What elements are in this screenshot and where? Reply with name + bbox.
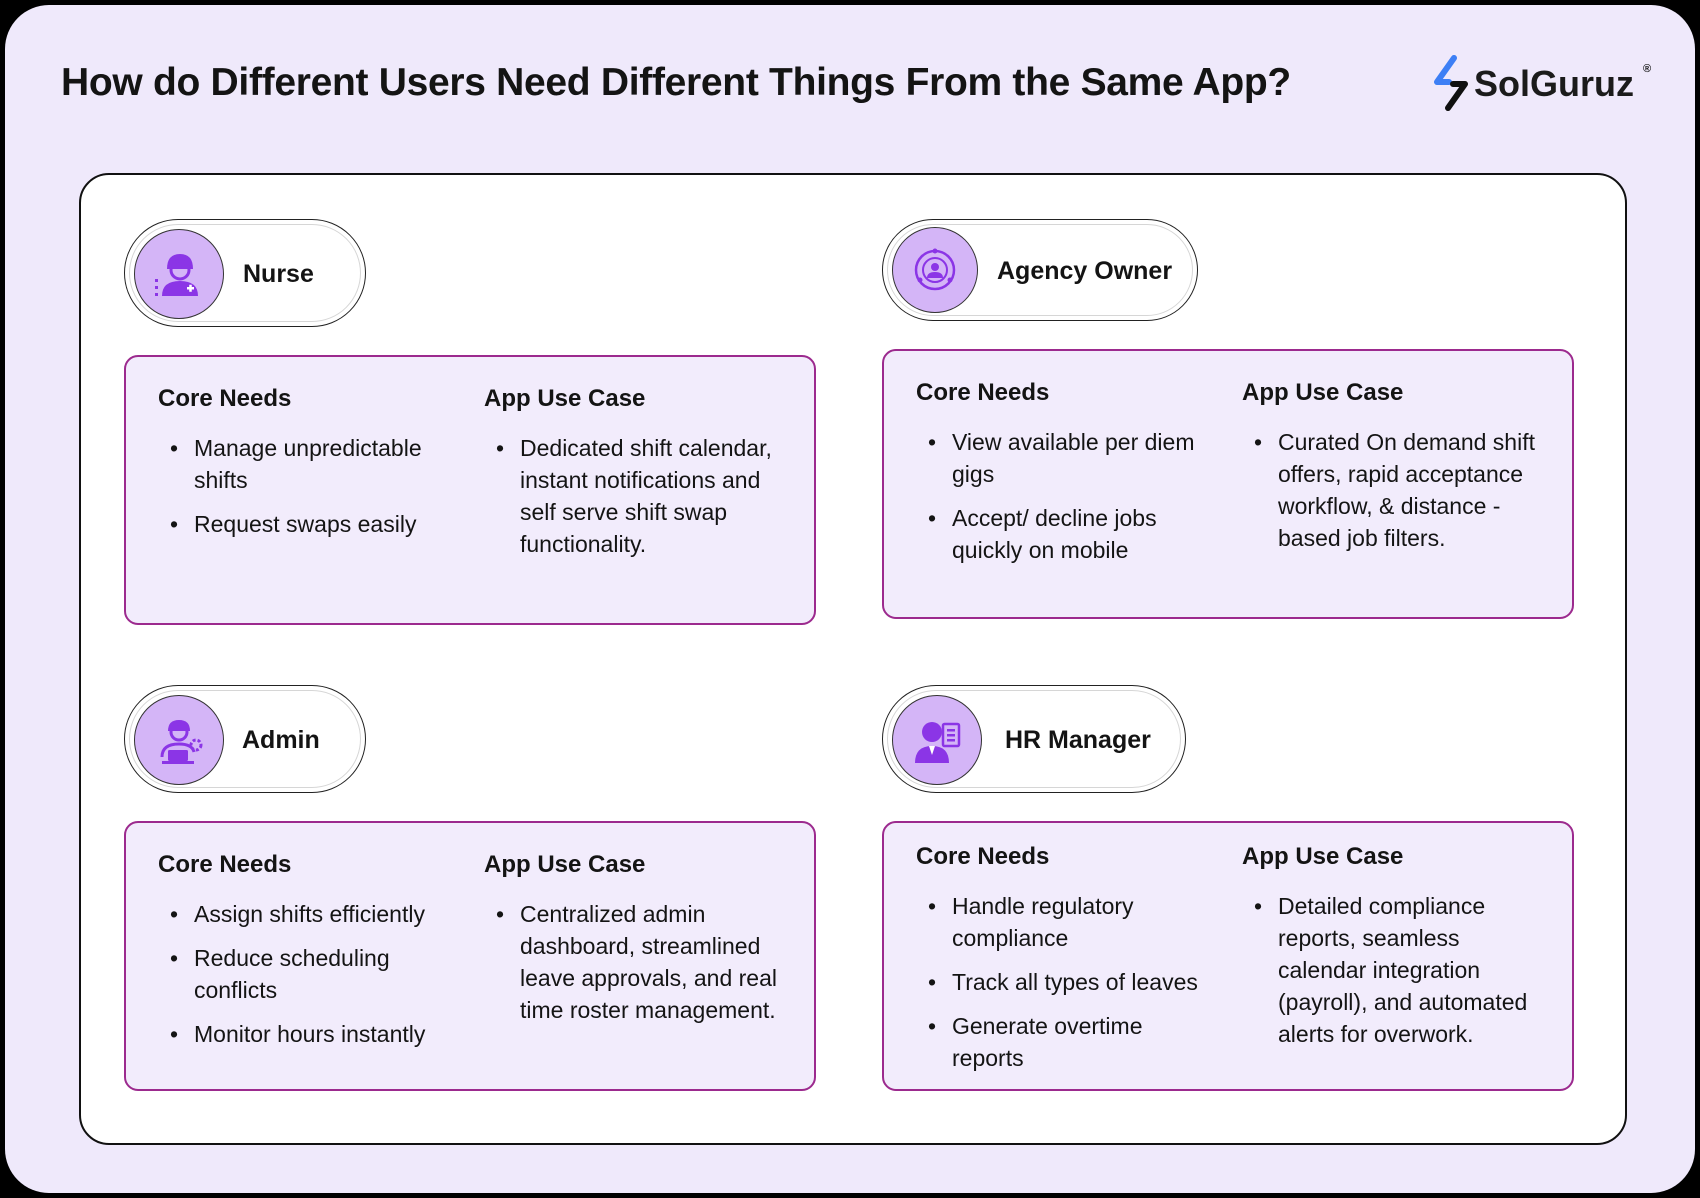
persona-card-hr-manager: Core Needs Handle regulatory compliance … [882,821,1574,1091]
persona-name: HR Manager [1005,726,1151,754]
brand-logo: SolGuruz ® [1430,55,1655,115]
admin-avatar [134,695,224,785]
use-case-column: App Use Case Dedicated shift calendar, i… [484,385,784,572]
persona-pill-admin: Admin [124,685,366,793]
use-case-list: Curated On demand shift offers, rapid ac… [1242,426,1542,554]
use-case-item: Dedicated shift calendar, instant notifi… [484,432,784,560]
use-case-list: Detailed compliance reports, seamless ca… [1242,890,1542,1050]
core-needs-heading: Core Needs [158,385,292,412]
use-case-item: Detailed compliance reports, seamless ca… [1242,890,1542,1050]
admin-icon [160,720,203,764]
use-case-item: Curated On demand shift offers, rapid ac… [1242,426,1542,554]
agency-owner-avatar [892,227,978,313]
use-case-item: Centralized admin dashboard, streamlined… [484,898,784,1026]
use-case-heading: App Use Case [484,851,646,878]
core-need-item: Track all types of leaves [916,966,1216,998]
infographic-frame: How do Different Users Need Different Th… [5,5,1695,1193]
core-needs-column: Core Needs View available per diem gigs … [916,379,1216,578]
persona-pill-hr-manager: HR Manager [882,685,1186,793]
core-needs-heading: Core Needs [916,379,1050,406]
core-need-item: Monitor hours instantly [158,1018,458,1050]
persona-card-admin: Core Needs Assign shifts efficiently Red… [124,821,816,1091]
hr-manager-icon [915,722,961,763]
page-title: How do Different Users Need Different Th… [61,61,1291,104]
core-needs-column: Core Needs Assign shifts efficiently Red… [158,851,458,1062]
core-needs-column: Core Needs Manage unpredictable shifts R… [158,385,458,552]
core-need-item: Generate overtime reports [916,1010,1216,1074]
use-case-heading: App Use Case [1242,379,1404,406]
use-case-column: App Use Case Detailed compliance reports… [1242,843,1542,1062]
core-need-item: Assign shifts efficiently [158,898,458,930]
persona-name: Agency Owner [997,257,1173,285]
persona-name: Admin [242,726,320,754]
core-need-item: View available per diem gigs [916,426,1216,490]
core-need-item: Request swaps easily [158,508,458,540]
core-needs-heading: Core Needs [916,843,1050,870]
persona-card-nurse: Core Needs Manage unpredictable shifts R… [124,355,816,625]
use-case-list: Centralized admin dashboard, streamlined… [484,898,784,1026]
use-case-list: Dedicated shift calendar, instant notifi… [484,432,784,560]
use-case-column: App Use Case Centralized admin dashboard… [484,851,784,1038]
brand-name: SolGuruz [1474,63,1634,104]
persona-pill-agency-owner: Agency Owner [882,219,1198,321]
brand-registered-mark: ® [1643,63,1652,75]
core-needs-list: Manage unpredictable shifts Request swap… [158,432,458,540]
personas-panel: Nurse Core Needs Manage unpredictable sh… [79,173,1627,1145]
core-needs-list: Assign shifts efficiently Reduce schedul… [158,898,458,1050]
persona-pill-nurse: Nurse [124,219,366,327]
core-need-item: Reduce scheduling conflicts [158,942,458,1006]
core-needs-list: Handle regulatory compliance Track all t… [916,890,1216,1074]
use-case-column: App Use Case Curated On demand shift off… [1242,379,1542,566]
solguruz-logo-mark-icon [1434,55,1468,111]
nurse-avatar [134,229,224,319]
use-case-heading: App Use Case [484,385,646,412]
core-need-item: Handle regulatory compliance [916,890,1216,954]
core-needs-list: View available per diem gigs Accept/ dec… [916,426,1216,566]
persona-card-agency-owner: Core Needs View available per diem gigs … [882,349,1574,619]
core-needs-column: Core Needs Handle regulatory compliance … [916,843,1216,1086]
persona-name: Nurse [243,260,314,288]
use-case-heading: App Use Case [1242,843,1404,870]
hr-manager-avatar [892,695,982,785]
nurse-icon [155,254,198,296]
core-need-item: Manage unpredictable shifts [158,432,458,496]
core-need-item: Accept/ decline jobs quickly on mobile [916,502,1216,566]
agency-owner-icon [914,248,956,291]
core-needs-heading: Core Needs [158,851,292,878]
